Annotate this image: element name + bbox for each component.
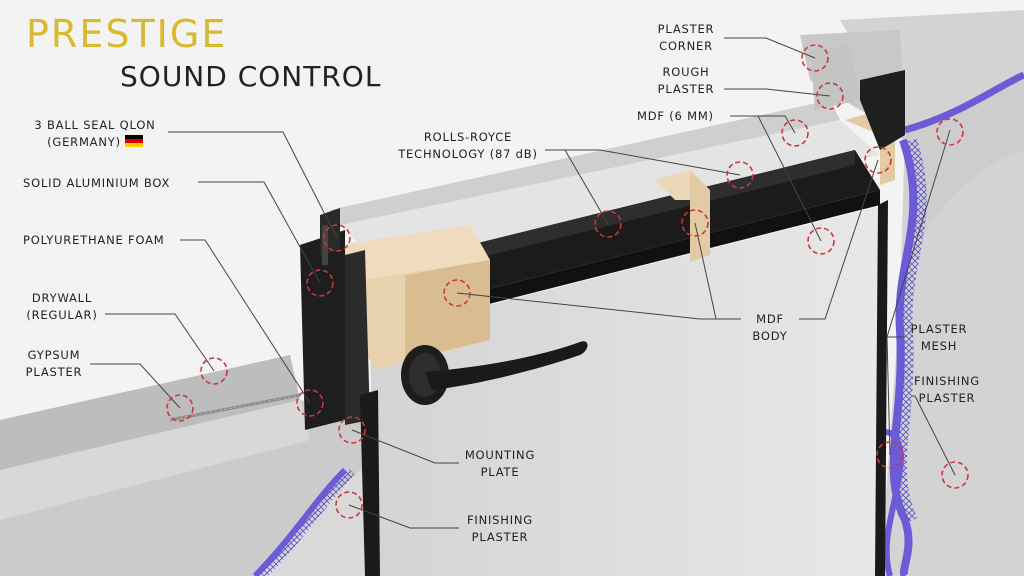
label-mdf-body: MDF BODY bbox=[741, 311, 799, 345]
door-handle-illustration bbox=[401, 341, 588, 405]
label-rolls-royce-line2: TECHNOLOGY (87 dB) bbox=[398, 147, 538, 161]
label-ball-seal-line2: (GERMANY) bbox=[22, 134, 168, 151]
label-pu-foam: POLYURETHANE FOAM bbox=[23, 233, 165, 247]
label-plaster-corner: PLASTER CORNER bbox=[648, 21, 724, 55]
marker-mdf-body-c bbox=[864, 146, 892, 174]
aluminium-frame bbox=[300, 208, 380, 576]
label-finishing-right-line1: FINISHING bbox=[913, 374, 981, 388]
label-finishing-bottom-line2: PLASTER bbox=[471, 530, 529, 544]
marker-plaster-mesh-a bbox=[936, 118, 964, 146]
mdf-body-block bbox=[340, 225, 490, 370]
label-finishing-plaster-bottom: FINISHING PLASTER bbox=[459, 512, 541, 546]
label-finishing-right-line2: PLASTER bbox=[918, 391, 976, 405]
marker-mdf6-b bbox=[807, 227, 835, 255]
right-frame bbox=[810, 45, 905, 576]
label-mounting-plate: MOUNTING PLATE bbox=[459, 447, 541, 481]
label-mdf-body-line2: BODY bbox=[752, 329, 788, 343]
label-rough-plaster-line1: ROUGH bbox=[662, 65, 710, 79]
marker-plaster-mesh-b bbox=[876, 441, 904, 469]
door-panel bbox=[370, 205, 885, 576]
marker-rolls-royce-a bbox=[594, 210, 622, 238]
page-subtitle: SOUND CONTROL bbox=[120, 60, 382, 93]
label-plaster-mesh-line2: MESH bbox=[920, 339, 958, 353]
marker-aluminium-box bbox=[306, 269, 334, 297]
marker-mounting-plate bbox=[338, 416, 366, 444]
marker-ball-seal bbox=[323, 224, 351, 252]
label-rough-plaster: ROUGH PLASTER bbox=[648, 64, 724, 98]
marker-rough-plaster bbox=[816, 82, 844, 110]
label-gypsum-line1: GYPSUM bbox=[27, 348, 81, 362]
label-rolls-royce: ROLLS-ROYCE TECHNOLOGY (87 dB) bbox=[392, 129, 544, 163]
marker-circles bbox=[166, 44, 969, 519]
label-ball-seal-country: (GERMANY) bbox=[47, 135, 121, 149]
marker-finishing-right bbox=[941, 461, 969, 489]
label-ball-seal: 3 BALL SEAL QLON (GERMANY) bbox=[22, 117, 168, 151]
marker-gypsum bbox=[166, 394, 194, 422]
marker-pu-foam bbox=[296, 389, 324, 417]
label-plaster-corner-line2: CORNER bbox=[659, 39, 713, 53]
label-mdf-body-line1: MDF bbox=[756, 312, 784, 326]
label-drywall-line1: DRYWALL bbox=[31, 291, 93, 305]
label-aluminium-box: SOLID ALUMINIUM BOX bbox=[23, 176, 171, 190]
marker-mdf-body-a bbox=[443, 279, 471, 307]
label-plaster-mesh: PLASTER MESH bbox=[905, 321, 973, 355]
marker-plaster-corner bbox=[801, 44, 829, 72]
marker-finishing-bottom bbox=[335, 491, 363, 519]
label-mounting-plate-line1: MOUNTING bbox=[464, 448, 536, 462]
label-gypsum-line2: PLASTER bbox=[25, 365, 83, 379]
marker-drywall bbox=[200, 357, 228, 385]
label-gypsum: GYPSUM PLASTER bbox=[20, 347, 88, 381]
door-top-edge bbox=[330, 100, 880, 265]
label-finishing-plaster-right: FINISHING PLASTER bbox=[908, 373, 986, 407]
label-drywall: DRYWALL (REGULAR) bbox=[20, 290, 104, 324]
foam-channel bbox=[470, 150, 880, 305]
marker-mdf-body-b bbox=[681, 209, 709, 237]
marker-rolls-royce-b bbox=[726, 161, 754, 189]
label-plaster-corner-line1: PLASTER bbox=[657, 22, 715, 36]
germany-flag-icon bbox=[124, 135, 143, 147]
label-drywall-line2: (REGULAR) bbox=[26, 308, 98, 322]
leader-lines bbox=[90, 37, 956, 529]
left-wall bbox=[0, 355, 375, 576]
label-rolls-royce-line1: ROLLS-ROYCE bbox=[423, 130, 513, 144]
label-plaster-mesh-line1: PLASTER bbox=[910, 322, 968, 336]
page-title: PRESTIGE bbox=[26, 12, 228, 56]
label-mounting-plate-line2: PLATE bbox=[480, 465, 520, 479]
label-ball-seal-line1: 3 BALL SEAL QLON bbox=[34, 118, 156, 132]
marker-mdf6-a bbox=[781, 119, 809, 147]
label-finishing-bottom-line1: FINISHING bbox=[466, 513, 534, 527]
label-mdf-6mm: MDF (6 MM) bbox=[637, 109, 714, 123]
label-rough-plaster-line2: PLASTER bbox=[657, 82, 715, 96]
